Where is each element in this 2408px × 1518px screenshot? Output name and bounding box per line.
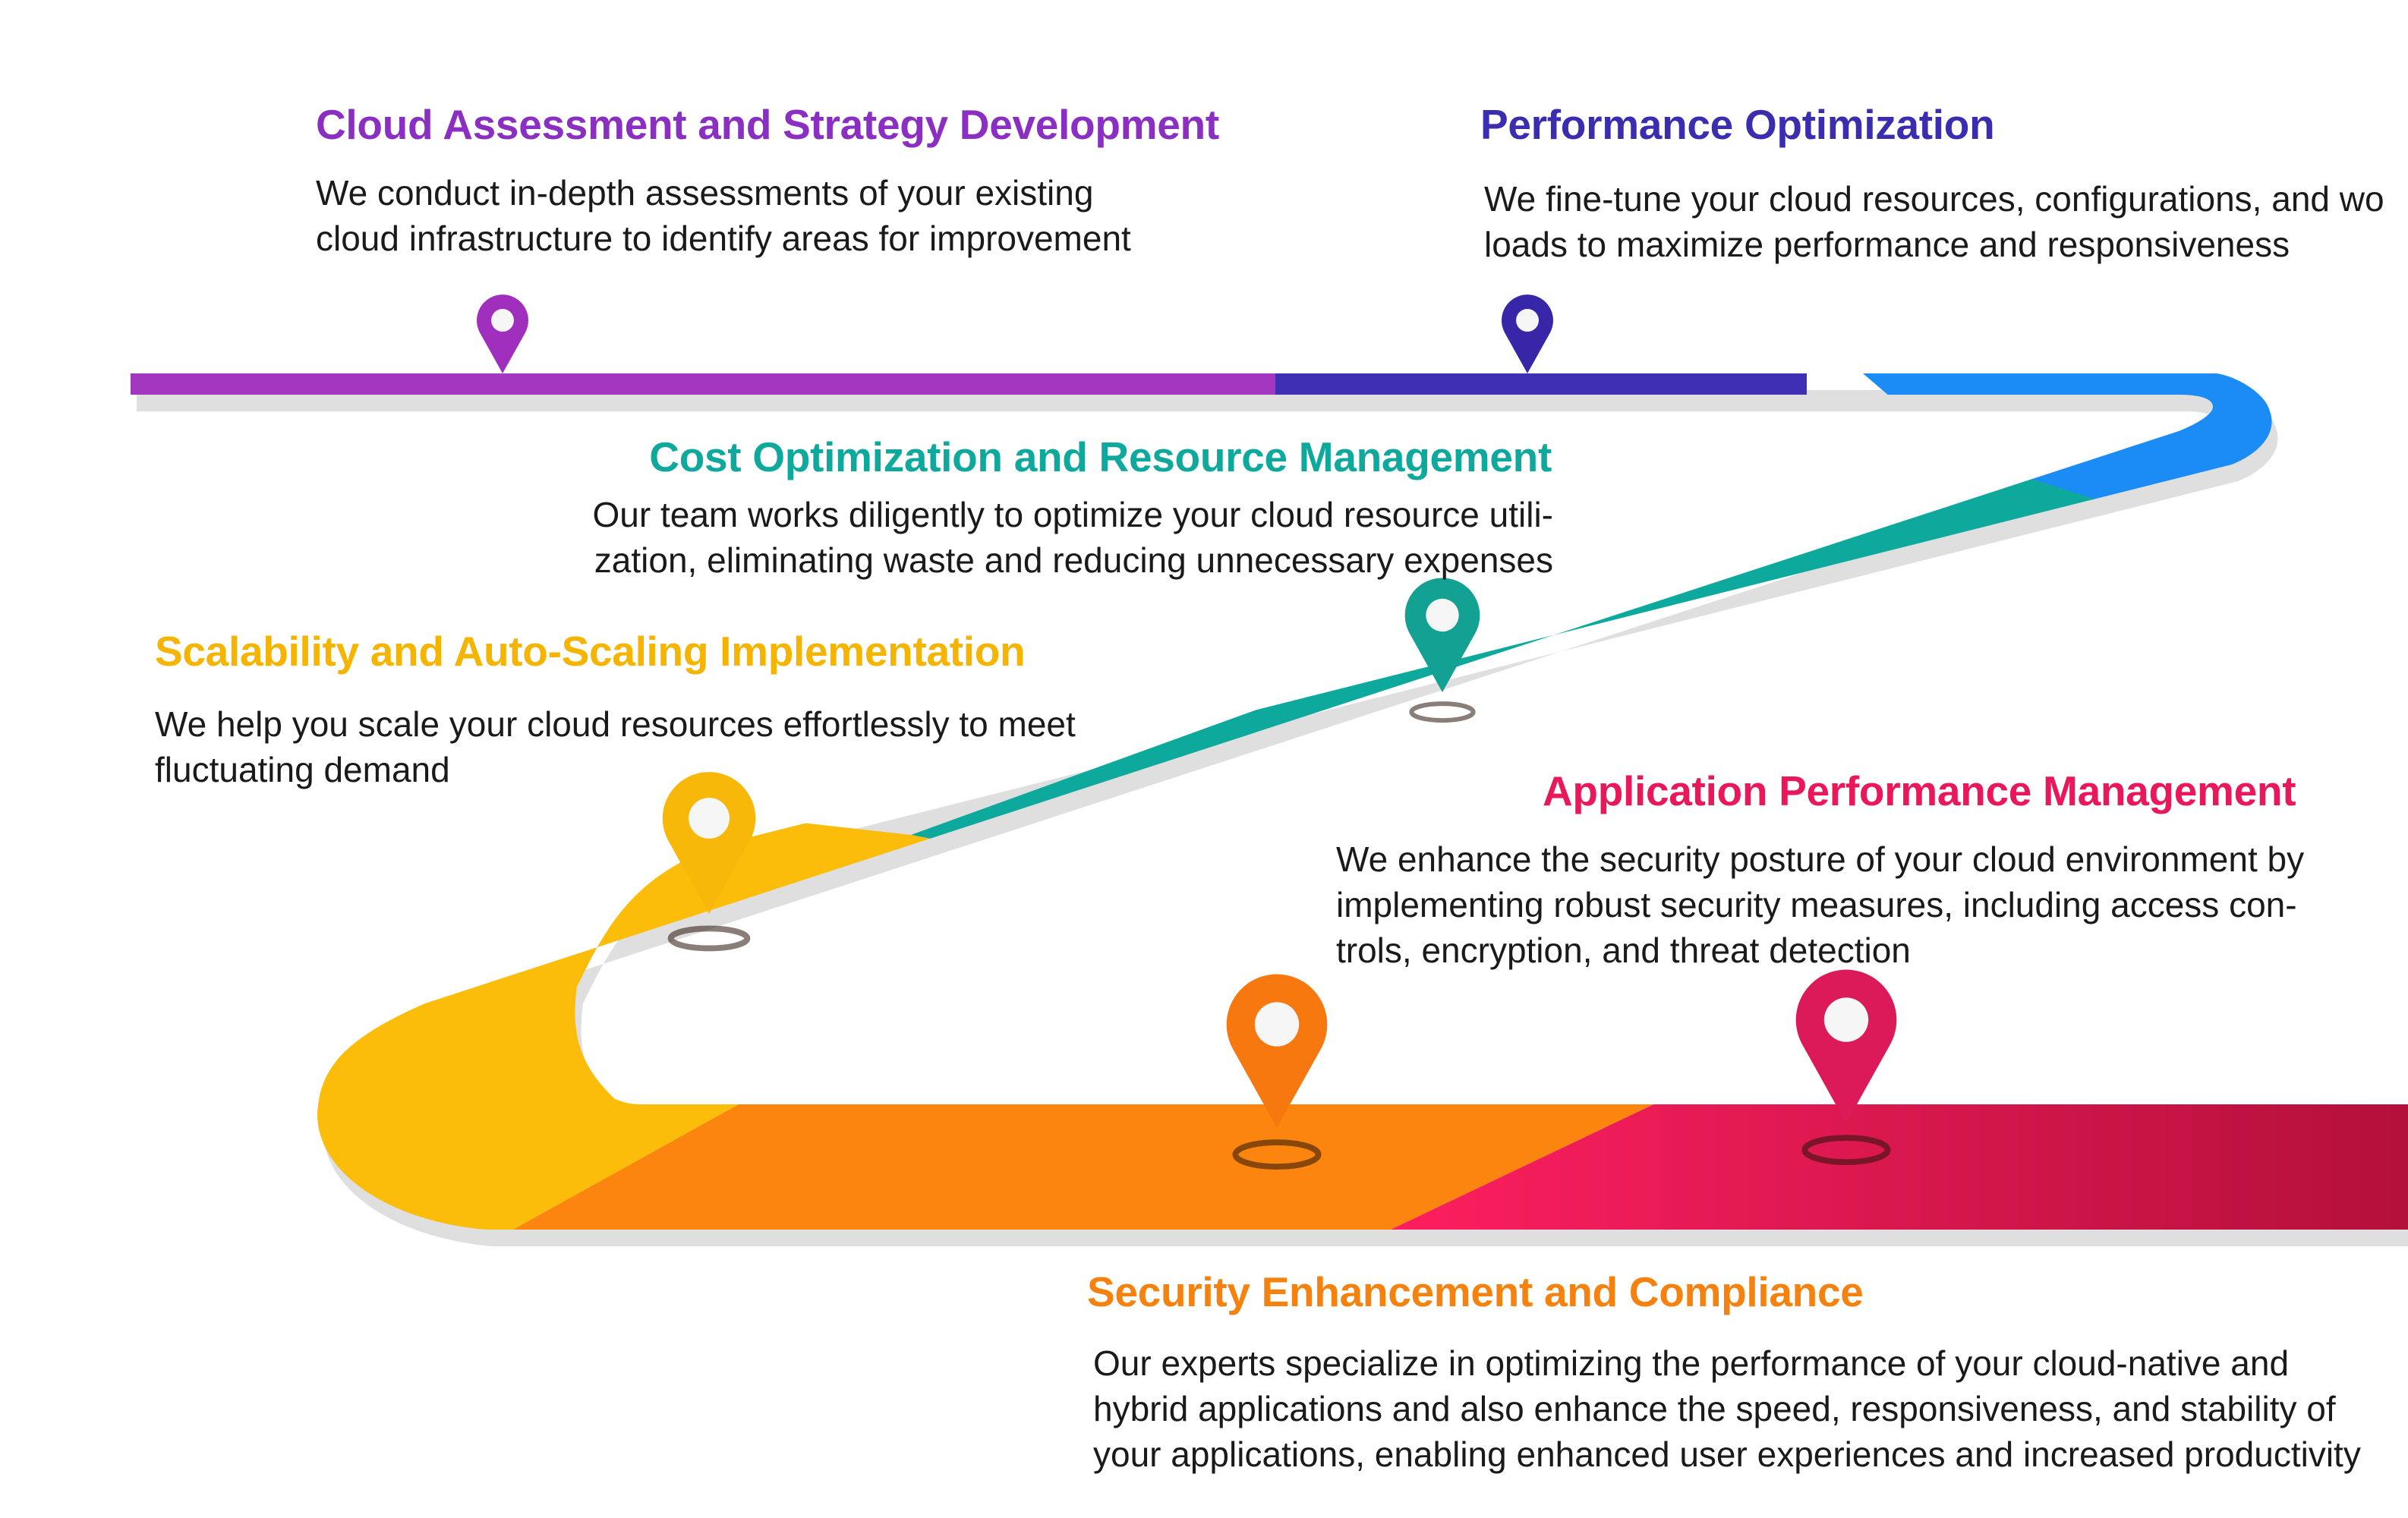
pin-dot bbox=[1426, 598, 1459, 632]
pin-dot bbox=[1516, 309, 1539, 332]
map-pin-icon bbox=[662, 772, 756, 952]
description-line: implementing robust security measures, i… bbox=[1336, 885, 2297, 924]
map-pin-icon bbox=[477, 294, 529, 373]
pin-body bbox=[477, 294, 529, 373]
description-line: zation, eliminating waste and reducing u… bbox=[594, 540, 1553, 580]
description-line: cloud infrastructure to identify areas f… bbox=[316, 219, 1131, 258]
description-line: Our team works diligently to optimize yo… bbox=[592, 495, 1554, 534]
pin-body bbox=[1226, 974, 1328, 1128]
description-line: trols, encryption, and threat detection bbox=[1336, 931, 1911, 970]
pin-body bbox=[662, 772, 756, 914]
description-line: We help you scale your cloud resources e… bbox=[155, 704, 1076, 744]
description-line: We fine-tune your cloud resources, confi… bbox=[1484, 179, 2384, 219]
road-segment-purple bbox=[131, 373, 1283, 440]
step-title-application-performance: Application Performance Management bbox=[1543, 767, 2296, 814]
map-pin-icon bbox=[1226, 974, 1328, 1170]
description-line: We enhance the security posture of your … bbox=[1336, 839, 2305, 879]
map-pin-icon bbox=[1795, 969, 1897, 1165]
description-line: your applications, enabling enhanced use… bbox=[1093, 1435, 2361, 1474]
step-description-security-enhancement: Our experts specialize in optimizing the… bbox=[1093, 1340, 2361, 1477]
pin-body bbox=[1502, 294, 1553, 373]
pin-ground-ring bbox=[1409, 701, 1476, 723]
map-pins bbox=[477, 294, 1897, 1170]
step-description-scalability: We help you scale your cloud resources e… bbox=[155, 701, 1076, 792]
description-line: loads to maximize performance and respon… bbox=[1484, 225, 2290, 264]
road-segment-pink bbox=[1359, 1093, 2408, 1230]
pin-ground-ring bbox=[1801, 1135, 1891, 1165]
step-description-cost-optimization: Our team works diligently to optimize yo… bbox=[593, 492, 1554, 583]
step-title-scalability: Scalability and Auto-Scaling Implementat… bbox=[155, 628, 1026, 675]
step-title-performance-optimization: Performance Optimization bbox=[1480, 101, 1995, 148]
description-line: hybrid applications and also enhance the… bbox=[1093, 1389, 2336, 1428]
step-title-cloud-assessment: Cloud Assessment and Strategy Developmen… bbox=[316, 101, 1219, 148]
step-description-performance-optimization: We fine-tune your cloud resources, confi… bbox=[1484, 176, 2384, 267]
step-title-cost-optimization: Cost Optimization and Resource Managemen… bbox=[649, 433, 1552, 480]
description-line: We conduct in-depth assessments of your … bbox=[316, 173, 1094, 213]
step-title-security-enhancement: Security Enhancement and Compliance bbox=[1087, 1268, 1864, 1315]
step-description-cloud-assessment: We conduct in-depth assessments of your … bbox=[316, 170, 1131, 261]
map-pin-icon bbox=[1404, 578, 1480, 723]
pin-dot bbox=[1254, 1002, 1300, 1047]
pin-ground-ring bbox=[1232, 1139, 1322, 1170]
map-pin-icon bbox=[1502, 294, 1553, 373]
description-line: Our experts specialize in optimizing the… bbox=[1093, 1343, 2290, 1383]
pin-dot bbox=[491, 309, 514, 332]
pin-ground-ring bbox=[667, 925, 751, 952]
pin-body bbox=[1404, 578, 1480, 692]
pin-dot bbox=[689, 798, 730, 839]
step-description-application-performance: We enhance the security posture of your … bbox=[1336, 836, 2304, 973]
pin-dot bbox=[1823, 997, 1869, 1042]
road-segment-orange bbox=[486, 1093, 1678, 1230]
description-line: fluctuating demand bbox=[155, 750, 450, 789]
pin-body bbox=[1795, 969, 1897, 1123]
